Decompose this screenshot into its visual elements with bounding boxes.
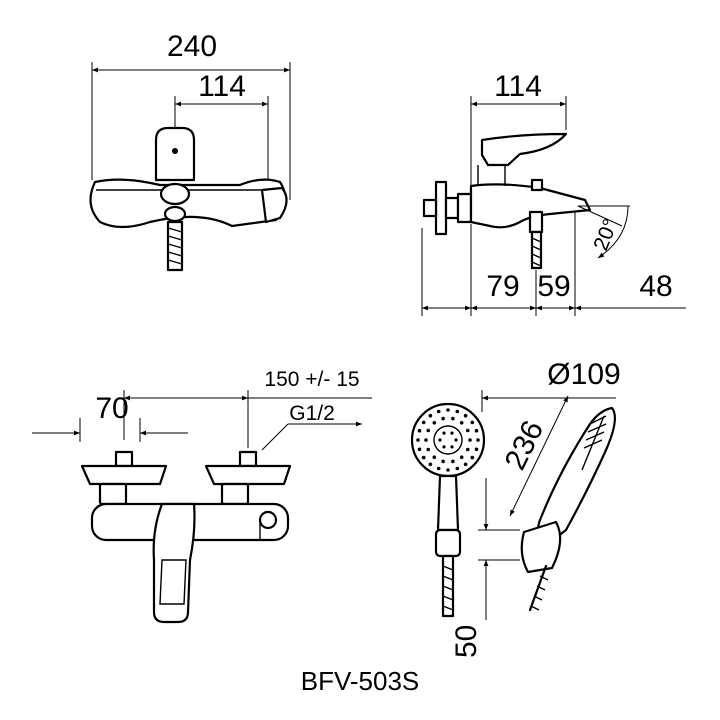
eccentric-connector bbox=[444, 196, 460, 220]
dim-label-114-side: 114 bbox=[494, 70, 542, 103]
spout-tip bbox=[260, 186, 288, 224]
spray-nozzle bbox=[466, 447, 470, 452]
angle-arc bbox=[597, 205, 629, 259]
spray-nozzle bbox=[446, 408, 450, 412]
spray-nozzle bbox=[426, 447, 431, 452]
spray-nozzle bbox=[470, 420, 475, 425]
center-nozzle bbox=[450, 431, 454, 435]
center-nozzle bbox=[438, 438, 442, 442]
spray-nozzle bbox=[459, 421, 464, 425]
spray-nozzle bbox=[417, 428, 422, 433]
wall-holder-bracket bbox=[520, 520, 562, 574]
spray-nozzle bbox=[468, 438, 472, 442]
dim-label-70: 70 bbox=[95, 392, 128, 425]
inlet-view: 150 +/- 15 70 G1/2 bbox=[32, 368, 372, 624]
side-hose-ribs bbox=[531, 237, 542, 267]
hand-shower-view: Ø109 236 50 bbox=[410, 358, 621, 658]
left-inlet-pipe bbox=[114, 450, 134, 468]
side-view: 114 20° 79 59 48 bbox=[421, 70, 686, 316]
angle-label: 20° bbox=[589, 216, 622, 254]
shower-holder-clip bbox=[434, 528, 462, 558]
thread-leader-slanted bbox=[261, 423, 289, 451]
spray-nozzle bbox=[455, 409, 460, 414]
spray-nozzle bbox=[474, 447, 479, 452]
center-nozzle bbox=[450, 445, 454, 449]
angle-ref-slanted bbox=[577, 205, 623, 227]
right-inlet-pipe bbox=[238, 450, 258, 468]
spray-nozzle bbox=[428, 462, 433, 467]
dim-label-236: 236 bbox=[499, 416, 551, 475]
right-nut bbox=[220, 482, 250, 506]
shower-hose-side bbox=[528, 564, 548, 612]
spray-nozzle bbox=[426, 428, 431, 433]
hose-ribs bbox=[167, 227, 183, 265]
shower-head-face bbox=[410, 402, 486, 478]
spray-nozzle bbox=[436, 466, 441, 471]
spray-nozzle bbox=[446, 468, 450, 472]
spray-nozzle bbox=[466, 428, 470, 433]
model-name: BFV-503S bbox=[301, 666, 420, 696]
side-hose-nut bbox=[528, 210, 544, 234]
shower-side-edge bbox=[581, 415, 605, 471]
shower-handle bbox=[436, 474, 460, 532]
spray-nozzle bbox=[451, 416, 455, 421]
shower-head-center bbox=[433, 425, 463, 455]
spray-nozzle bbox=[441, 459, 445, 464]
side-lever bbox=[480, 132, 568, 167]
spray-nozzle bbox=[474, 428, 479, 433]
dim-label-48-text: 48 bbox=[639, 270, 672, 303]
hose-front-ribs bbox=[442, 565, 454, 611]
dim-label-240: 240 bbox=[167, 30, 217, 63]
spray-nozzle bbox=[463, 462, 468, 467]
spray-nozzle bbox=[459, 455, 464, 460]
wall-flange bbox=[434, 180, 448, 236]
spray-nozzle bbox=[428, 413, 433, 418]
hose-nut bbox=[163, 205, 187, 223]
dim-label-79: 79 bbox=[486, 270, 519, 303]
spray-nozzle bbox=[476, 438, 480, 442]
dim-label-150: 150 +/- 15 bbox=[264, 368, 359, 391]
spray-nozzle bbox=[436, 409, 441, 414]
dim-label-59: 59 bbox=[537, 270, 570, 303]
spray-nozzle bbox=[416, 438, 420, 442]
valve-body bbox=[89, 178, 287, 229]
lever-face bbox=[159, 559, 187, 605]
connector-nut bbox=[456, 192, 473, 224]
diverter-outlet bbox=[258, 510, 278, 530]
center-nozzle bbox=[442, 445, 446, 449]
spray-nozzle bbox=[451, 459, 455, 464]
handle-screw bbox=[172, 148, 178, 154]
dim-label-50: 50 bbox=[450, 625, 483, 658]
spray-nozzle bbox=[463, 413, 468, 418]
shower-side-nozzles bbox=[583, 415, 607, 449]
spray-nozzle bbox=[417, 447, 422, 452]
hose-side-ribs bbox=[530, 575, 549, 611]
left-flange bbox=[80, 464, 168, 486]
diverter-knob bbox=[159, 182, 191, 206]
dim-label-diameter: Ø109 bbox=[547, 358, 620, 391]
spray-nozzle bbox=[441, 416, 445, 421]
spray-nozzle bbox=[421, 420, 426, 425]
left-nut bbox=[98, 482, 128, 506]
right-flange bbox=[204, 464, 292, 486]
spray-nozzle bbox=[455, 466, 460, 471]
spray-nozzle bbox=[432, 455, 437, 460]
dim-line-236 bbox=[509, 395, 569, 517]
center-nozzle bbox=[442, 431, 446, 435]
side-diverter bbox=[530, 178, 544, 192]
dim-label-114-front: 114 bbox=[198, 70, 246, 103]
spray-nozzle bbox=[424, 438, 428, 442]
shower-nozzles bbox=[416, 408, 480, 472]
thread-label: G1/2 bbox=[289, 402, 335, 425]
center-nozzle bbox=[454, 438, 458, 442]
spray-nozzle bbox=[421, 455, 426, 460]
front-view: 240 114 bbox=[89, 30, 291, 272]
spray-nozzle bbox=[432, 421, 437, 425]
spray-nozzle bbox=[470, 455, 475, 460]
wall-pipe bbox=[422, 198, 438, 218]
